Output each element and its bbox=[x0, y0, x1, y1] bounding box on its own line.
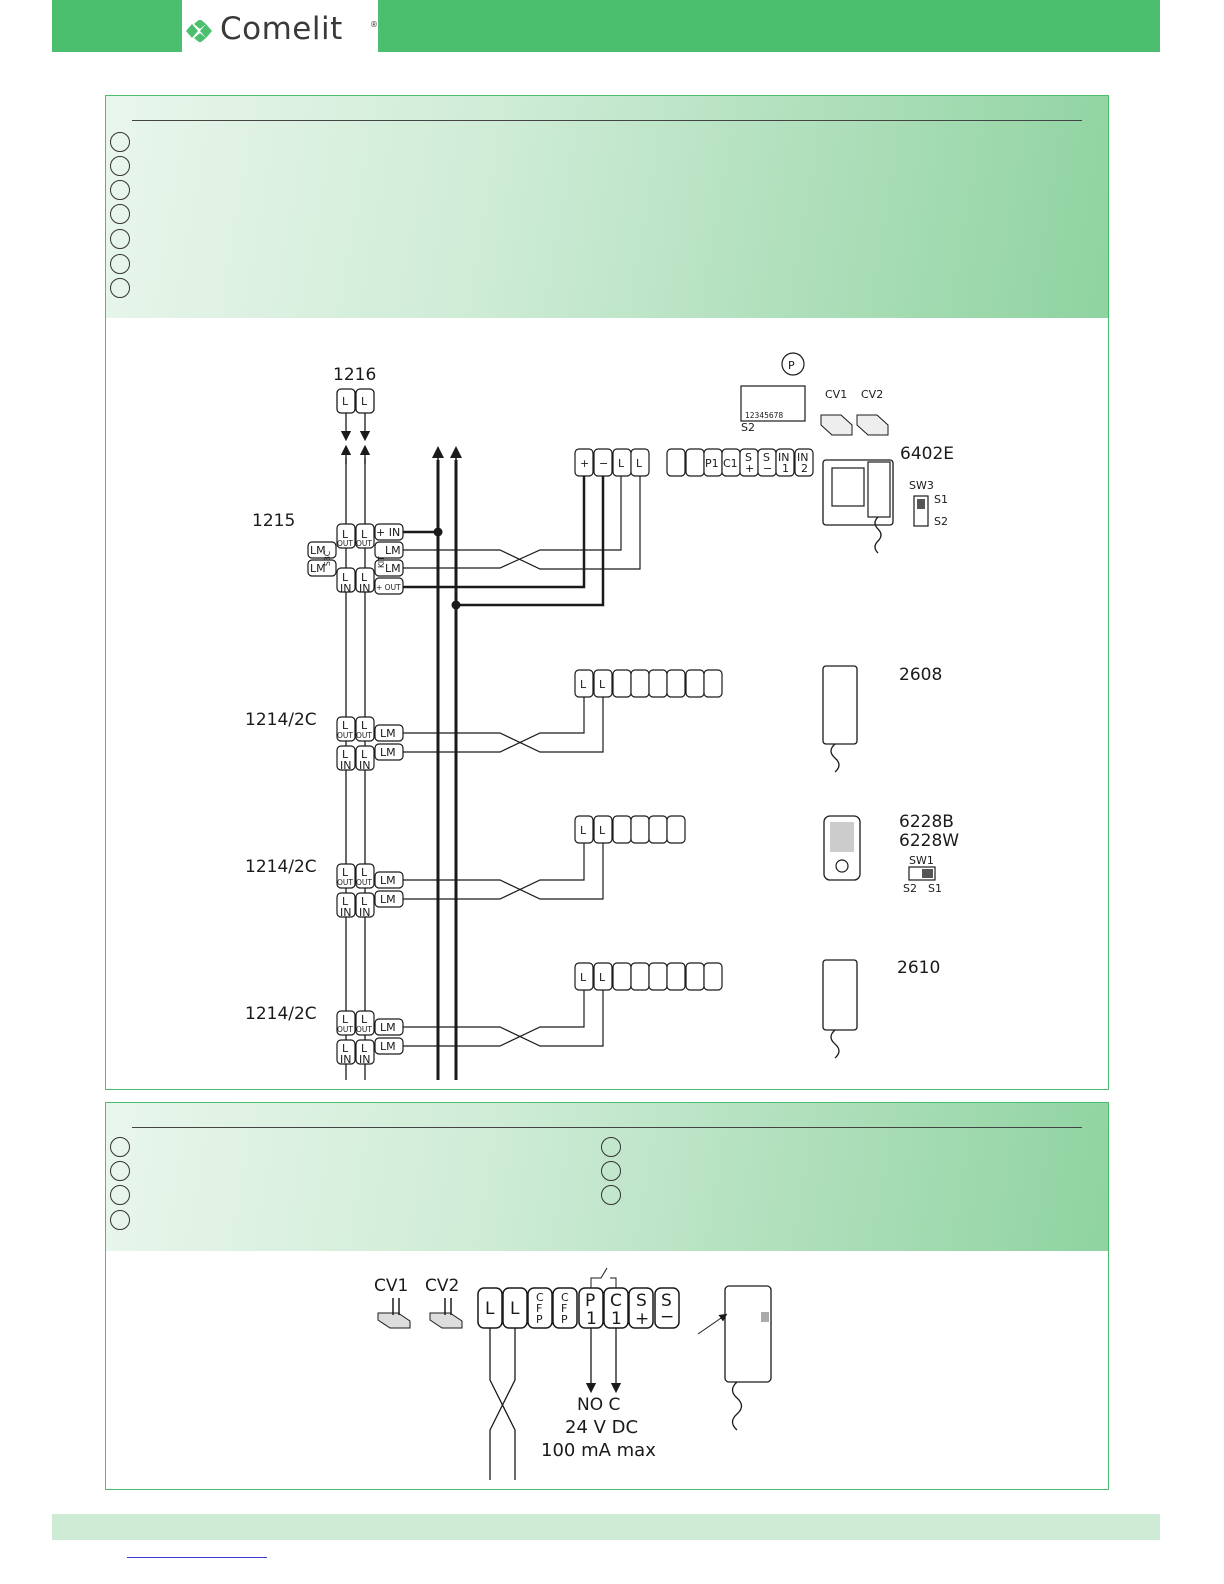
header-rule bbox=[132, 120, 1082, 121]
panel-2-header bbox=[106, 1103, 1108, 1251]
header-bar: Comelit ® bbox=[52, 0, 1160, 52]
panel-1-header bbox=[106, 96, 1108, 318]
comelit-logo-icon bbox=[186, 20, 212, 42]
brand-name: Comelit bbox=[220, 11, 343, 47]
bullet-1 bbox=[110, 132, 130, 152]
footer-bar bbox=[52, 1514, 1160, 1540]
bullet-6 bbox=[110, 254, 130, 274]
bullet-3 bbox=[110, 180, 130, 200]
footer-link-underline[interactable] bbox=[127, 1557, 267, 1558]
bullet-2 bbox=[110, 1161, 130, 1181]
bullet-6 bbox=[601, 1161, 621, 1181]
bullet-5 bbox=[110, 229, 130, 249]
wiring-panel-1 bbox=[105, 95, 1109, 1090]
bullet-4 bbox=[110, 1210, 130, 1230]
bullet-7 bbox=[110, 278, 130, 298]
wiring-panel-2 bbox=[105, 1102, 1109, 1490]
bullet-2 bbox=[110, 156, 130, 176]
registered-mark: ® bbox=[370, 20, 378, 29]
bullet-7 bbox=[601, 1185, 621, 1205]
bullet-3 bbox=[110, 1185, 130, 1205]
bullet-1 bbox=[110, 1137, 130, 1157]
logo: Comelit ® bbox=[182, 0, 378, 52]
bullet-5 bbox=[601, 1137, 621, 1157]
bullet-4 bbox=[110, 204, 130, 224]
header-rule bbox=[132, 1127, 1082, 1128]
